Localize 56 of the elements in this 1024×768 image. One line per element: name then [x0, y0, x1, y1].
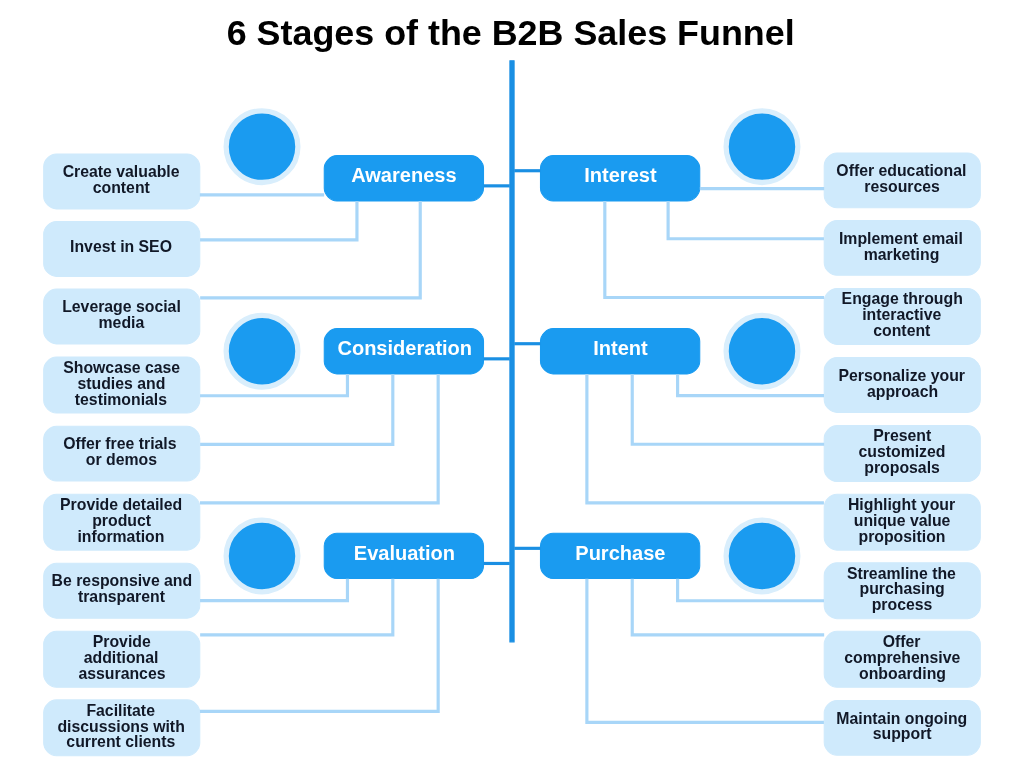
node-box: Intent: [539, 327, 701, 374]
node-circle: [723, 107, 801, 185]
node-box: Be responsive and transparent: [43, 562, 201, 619]
node-box: Provide additional assurances: [43, 630, 201, 688]
connector: [200, 578, 350, 602]
node-box: Provide detailed product information: [43, 493, 201, 551]
connector: [585, 578, 824, 724]
node-box: Engage through interactive content: [823, 287, 981, 345]
node-circle: [723, 516, 801, 594]
connector: [585, 373, 824, 504]
connector: [514, 341, 541, 345]
node-bar: [509, 59, 515, 642]
connector: [514, 546, 541, 550]
connector: [199, 192, 325, 196]
node-box: Highlight your unique value proposition: [823, 493, 981, 551]
node-box: Create valuable content: [43, 153, 201, 209]
node-box: Interest: [539, 154, 701, 201]
node-box: Consideration: [323, 327, 485, 374]
connector: [676, 373, 824, 397]
connector: [200, 373, 395, 446]
node-box: Offer comprehensive onboarding: [823, 630, 981, 688]
diagram-title: 6 Stages of the B2B Sales Funnel: [226, 12, 795, 53]
connector: [483, 183, 510, 187]
connector: [199, 373, 440, 504]
connector: [483, 561, 510, 565]
connector: [199, 578, 440, 713]
connector: [699, 186, 825, 190]
connector: [666, 200, 824, 240]
node-box: Invest in SEO: [43, 220, 201, 277]
node-circle: [223, 107, 301, 185]
node-box: Maintain ongoing support: [823, 699, 981, 756]
connector: [200, 578, 395, 636]
node-circle: [723, 312, 801, 390]
node-box: Awareness: [323, 154, 485, 201]
node-circle: [223, 516, 301, 594]
connector: [630, 578, 825, 636]
node-box: Personalize your approach: [823, 356, 981, 413]
node-box: Streamline the purchasing process: [823, 561, 981, 619]
connector: [630, 373, 825, 446]
connector: [514, 168, 541, 172]
node-circle: [223, 312, 301, 390]
connector: [603, 200, 825, 299]
node-box: Evaluation: [323, 532, 485, 579]
node-box: Leverage social media: [43, 288, 201, 344]
node-box: Showcase case studies and testimonials: [43, 356, 201, 413]
connector: [200, 200, 359, 241]
connector: [483, 356, 510, 360]
node-box: Facilitate discussions with current clients: [43, 698, 201, 756]
node-box: Offer free trials or demos: [43, 425, 201, 482]
connector: [676, 578, 824, 602]
node-box: Implement email marketing: [823, 219, 981, 276]
connector: [200, 200, 422, 299]
node-box: Purchase: [539, 532, 701, 579]
node-box: Offer educational resources: [823, 151, 981, 208]
node-box: Present customized proposals: [823, 424, 981, 482]
connector: [200, 373, 350, 397]
